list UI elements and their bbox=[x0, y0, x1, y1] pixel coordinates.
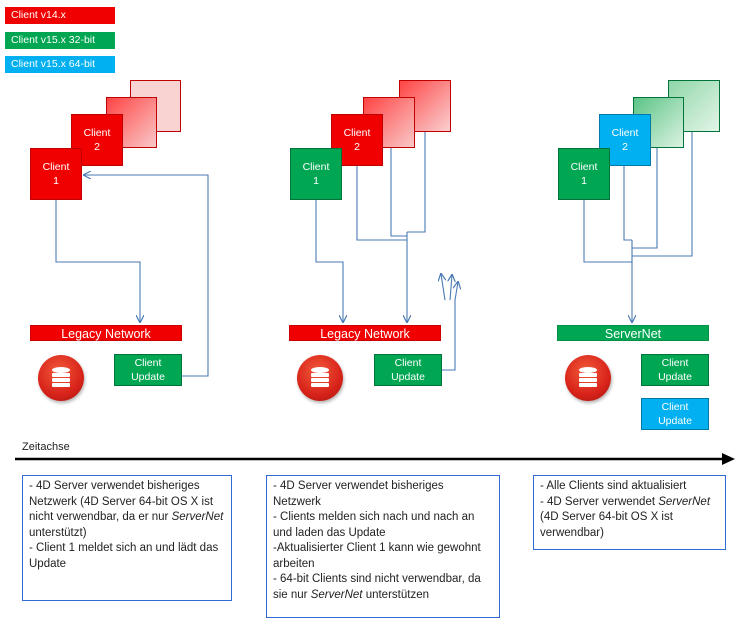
stage3-client-2: Client 2 bbox=[599, 114, 651, 166]
client-1-label: Client 1 bbox=[302, 161, 330, 187]
stage3-note-text: - Alle Clients sind aktualisiert - 4D Se… bbox=[540, 480, 714, 539]
stage3-network-bar: ServerNet bbox=[557, 325, 709, 341]
stage3-client-update-32bit: Client Update bbox=[641, 354, 709, 386]
stage3-client-1: Client 1 bbox=[558, 148, 610, 200]
stage3-note: - Alle Clients sind aktualisiert - 4D Se… bbox=[533, 475, 726, 550]
stage2-note: - 4D Server verwendet bisheriges Netzwer… bbox=[266, 475, 500, 618]
client-update-label: Client Update bbox=[391, 357, 425, 383]
stage2-network-bar: Legacy Network bbox=[289, 325, 441, 341]
client-2-label: Client 2 bbox=[611, 127, 639, 153]
stage1-client-1: Client 1 bbox=[30, 148, 82, 200]
stage2-client-1: Client 1 bbox=[290, 148, 342, 200]
client-2-label: Client 2 bbox=[343, 127, 371, 153]
client-update-label: Client Update bbox=[658, 357, 692, 383]
client-1-label: Client 1 bbox=[570, 161, 598, 187]
timeline-axis-label: Zeitachse bbox=[22, 441, 70, 453]
legend-client-v14: Client v14.x bbox=[5, 7, 115, 24]
client-1-label: Client 1 bbox=[42, 161, 70, 187]
stage1-note-text: - 4D Server verwendet bisheriges Netzwer… bbox=[29, 480, 224, 570]
stage1-client-2: Client 2 bbox=[71, 114, 123, 166]
stage2-client-update: Client Update bbox=[374, 354, 442, 386]
stage2-database-icon bbox=[297, 355, 343, 401]
stage1-note: - 4D Server verwendet bisheriges Netzwer… bbox=[22, 475, 232, 601]
stage3-client-update-64bit: Client Update bbox=[641, 398, 709, 430]
stage1-client-update: Client Update bbox=[114, 354, 182, 386]
legend-client-v15-32bit: Client v15.x 32-bit bbox=[5, 32, 115, 49]
client-2-label: Client 2 bbox=[83, 127, 111, 153]
client-update-label: Client Update bbox=[658, 401, 692, 427]
stage3-database-icon bbox=[565, 355, 611, 401]
client-update-label: Client Update bbox=[131, 357, 165, 383]
stage1-network-bar: Legacy Network bbox=[30, 325, 182, 341]
stage2-note-text: - 4D Server verwendet bisheriges Netzwer… bbox=[273, 480, 481, 601]
stage1-database-icon bbox=[38, 355, 84, 401]
legend-client-v15-64bit: Client v15.x 64-bit bbox=[5, 56, 115, 73]
